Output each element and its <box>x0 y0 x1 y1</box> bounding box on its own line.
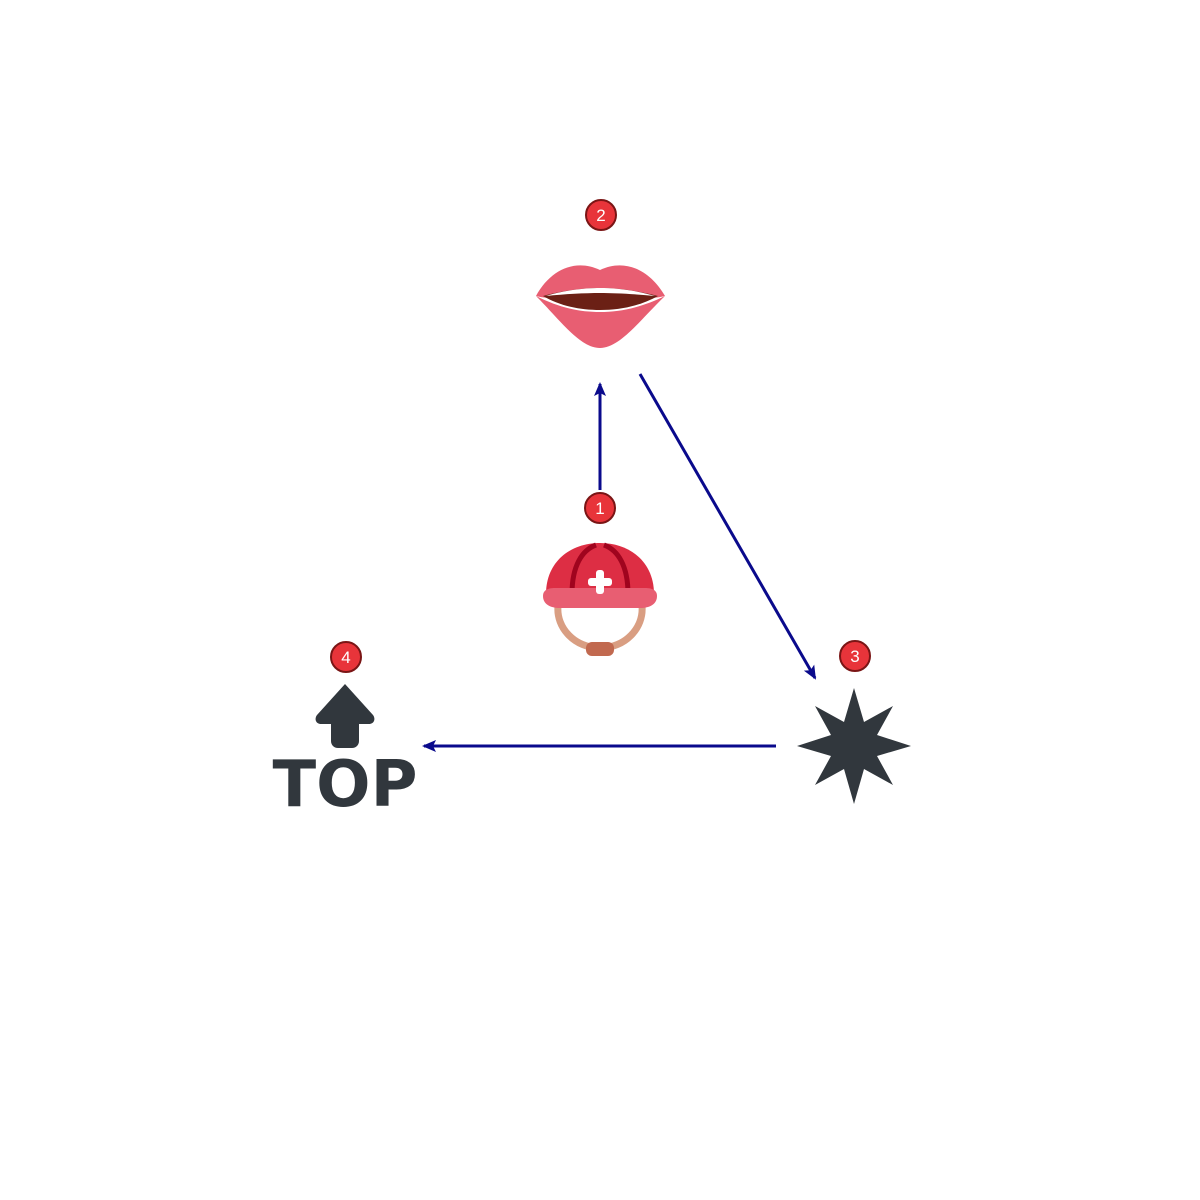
rescue-helmet-icon <box>543 542 657 656</box>
node-1: 1 <box>543 492 657 656</box>
badge-3: 3 <box>839 640 871 672</box>
badge-4: 4 <box>330 641 362 673</box>
edge-2-to-3 <box>638 373 817 680</box>
badge-1: 1 <box>584 492 616 524</box>
eight-pointed-star-icon <box>797 688 911 804</box>
node-4: TOP 4 <box>273 641 418 822</box>
node-3: 3 <box>797 640 911 804</box>
badge-2-text: 2 <box>596 206 605 225</box>
mouth-icon <box>536 265 665 348</box>
badge-3-text: 3 <box>850 647 859 666</box>
node-2: 2 <box>536 199 665 348</box>
badge-2: 2 <box>585 199 617 231</box>
top-label: TOP <box>273 748 418 822</box>
badge-4-text: 4 <box>341 648 350 667</box>
edges <box>422 373 817 752</box>
badge-1-text: 1 <box>595 499 604 518</box>
top-arrow-icon: TOP <box>273 684 418 822</box>
